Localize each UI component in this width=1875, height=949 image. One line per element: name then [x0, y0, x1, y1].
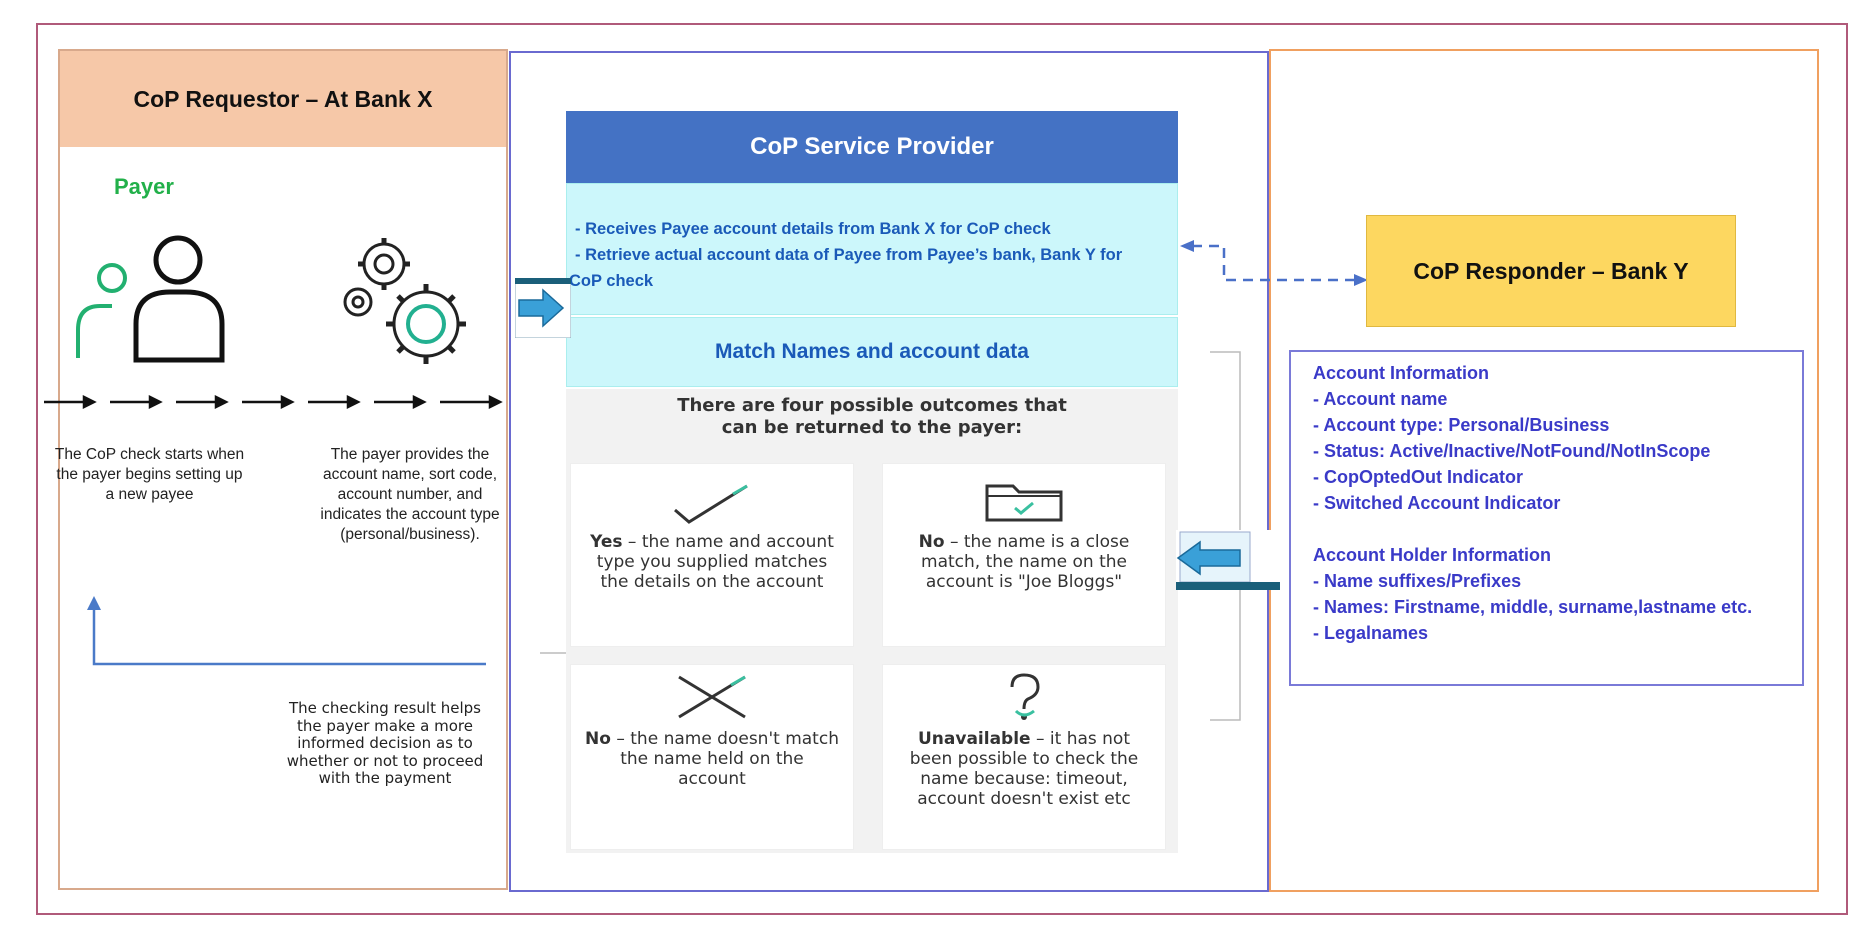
account-info-heading: Account Information	[1313, 363, 1489, 383]
holder-info-item: - Name suffixes/Prefixes	[1313, 571, 1522, 591]
timeline-dashed-arrow	[44, 394, 503, 410]
holder-info-heading: Account Holder Information	[1313, 545, 1551, 565]
outcome-text: Unavailable – it has not been possible t…	[909, 729, 1139, 809]
service-provider-title: CoP Service Provider	[566, 111, 1178, 183]
account-info-item: - Account type: Personal/Business	[1313, 415, 1610, 435]
check-icon	[674, 484, 748, 524]
service-provider-column	[509, 51, 1269, 892]
outcome-text: No – the name is a close match, the name…	[918, 532, 1130, 592]
payer-label: Payer	[114, 174, 174, 199]
outcome-text: Yes – the name and account type you supp…	[590, 532, 834, 592]
holder-info-item: - Names: Firstname, middle, surname,last…	[1313, 597, 1753, 617]
outcome-text: No – the name doesn't match the name hel…	[585, 729, 839, 789]
result-caption: The checking result helps the payer make…	[286, 699, 484, 787]
people-icon	[76, 235, 225, 363]
feedback-arrow	[87, 596, 486, 666]
outcomes-heading: There are four possible outcomes that ca…	[566, 389, 1178, 461]
desc-line: CoP check	[569, 272, 654, 290]
account-information-box: Account Information - Account name - Acc…	[1289, 350, 1804, 686]
folder-check-icon	[985, 484, 1063, 522]
cross-icon	[678, 675, 746, 719]
account-info-item: - Status: Active/Inactive/NotFound/NotIn…	[1313, 441, 1711, 461]
account-info-item: - Account name	[1313, 389, 1448, 409]
responder-column	[1269, 49, 1819, 892]
outcome-yes: Yes – the name and account type you supp…	[570, 463, 854, 647]
responder-title: CoP Responder – Bank Y	[1366, 215, 1736, 327]
incoming-arrow-icon	[515, 278, 571, 338]
desc-line: - Retrieve actual account data of Payee …	[575, 246, 1123, 264]
holder-info-item: - Legalnames	[1313, 623, 1429, 643]
outcome-close-match: No – the name is a close match, the name…	[882, 463, 1166, 647]
response-arrow-icon	[1176, 530, 1280, 590]
account-info-item: - CopOptedOut Indicator	[1313, 467, 1523, 487]
step2-caption: The payer provides the account name, sor…	[320, 446, 500, 543]
dashed-bidirectional-arrow	[1180, 240, 1368, 286]
gears-icon	[343, 238, 466, 364]
match-names-title: Match Names and account data	[566, 317, 1178, 387]
outcome-no-match: No – the name doesn't match the name hel…	[570, 664, 854, 850]
step1-caption: The CoP check starts when the payer begi…	[54, 446, 245, 503]
requestor-column	[58, 49, 508, 890]
account-info-item: - Switched Account Indicator	[1313, 493, 1561, 513]
outcomes-heading-line2: can be returned to the payer:	[721, 417, 1023, 438]
question-icon	[1010, 673, 1040, 720]
outer-frame	[36, 23, 1848, 915]
requestor-title: CoP Requestor – At Bank X	[60, 51, 506, 147]
desc-line: - Receives Payee account details from Ba…	[575, 220, 1051, 238]
outcomes-heading-line1: There are four possible outcomes that	[677, 395, 1067, 416]
service-provider-description: - Receives Payee account details from Ba…	[566, 183, 1178, 315]
outcome-unavailable: Unavailable – it has not been possible t…	[882, 664, 1166, 850]
